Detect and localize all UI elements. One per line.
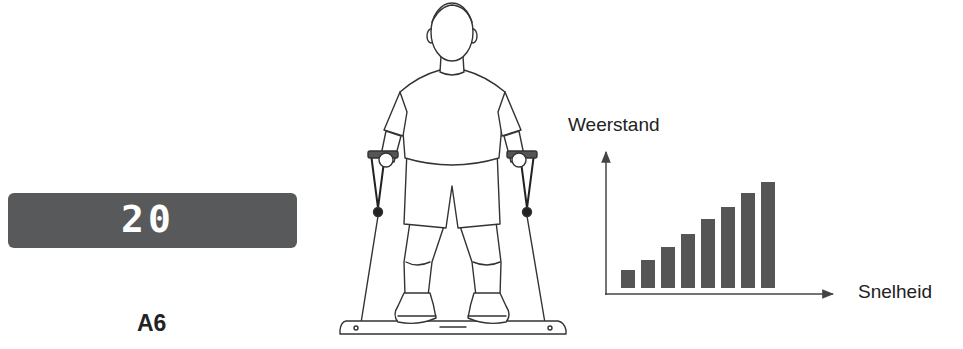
person-illustration <box>340 3 566 334</box>
model-label: A6 <box>137 310 166 337</box>
bar <box>761 182 775 288</box>
left-leg <box>404 222 444 296</box>
right-ring <box>523 208 532 217</box>
knee <box>406 262 430 265</box>
left-fist <box>379 153 393 167</box>
left-shoe <box>395 293 436 323</box>
right-shoe <box>468 293 509 323</box>
shirt <box>400 70 505 165</box>
cord <box>361 216 378 323</box>
platform-foot <box>548 326 552 330</box>
platform-foot <box>354 326 358 330</box>
right-fist <box>512 153 526 167</box>
axis-label: Weerstand <box>568 114 660 136</box>
sole <box>398 315 506 316</box>
axis-label: Snelheid <box>858 281 932 303</box>
display-value: 20 <box>121 199 175 241</box>
right-sleeve <box>498 92 521 136</box>
left-ring <box>374 208 383 217</box>
left-sleeve <box>384 92 407 136</box>
knee <box>473 262 500 265</box>
hair <box>432 5 472 22</box>
cord <box>527 216 545 323</box>
head <box>431 3 473 61</box>
y-axis <box>605 152 607 295</box>
right-leg <box>460 222 501 296</box>
display-panel: 20 <box>8 193 297 248</box>
bar <box>741 193 755 288</box>
platform-detail <box>440 326 466 327</box>
bar <box>721 207 735 288</box>
bar <box>621 270 635 288</box>
x-axis <box>605 293 833 295</box>
bar <box>701 219 715 288</box>
bar <box>681 234 695 288</box>
bar <box>641 260 655 288</box>
speed-resistance-chart <box>605 152 833 295</box>
platform <box>340 321 566 334</box>
bar <box>661 247 675 288</box>
